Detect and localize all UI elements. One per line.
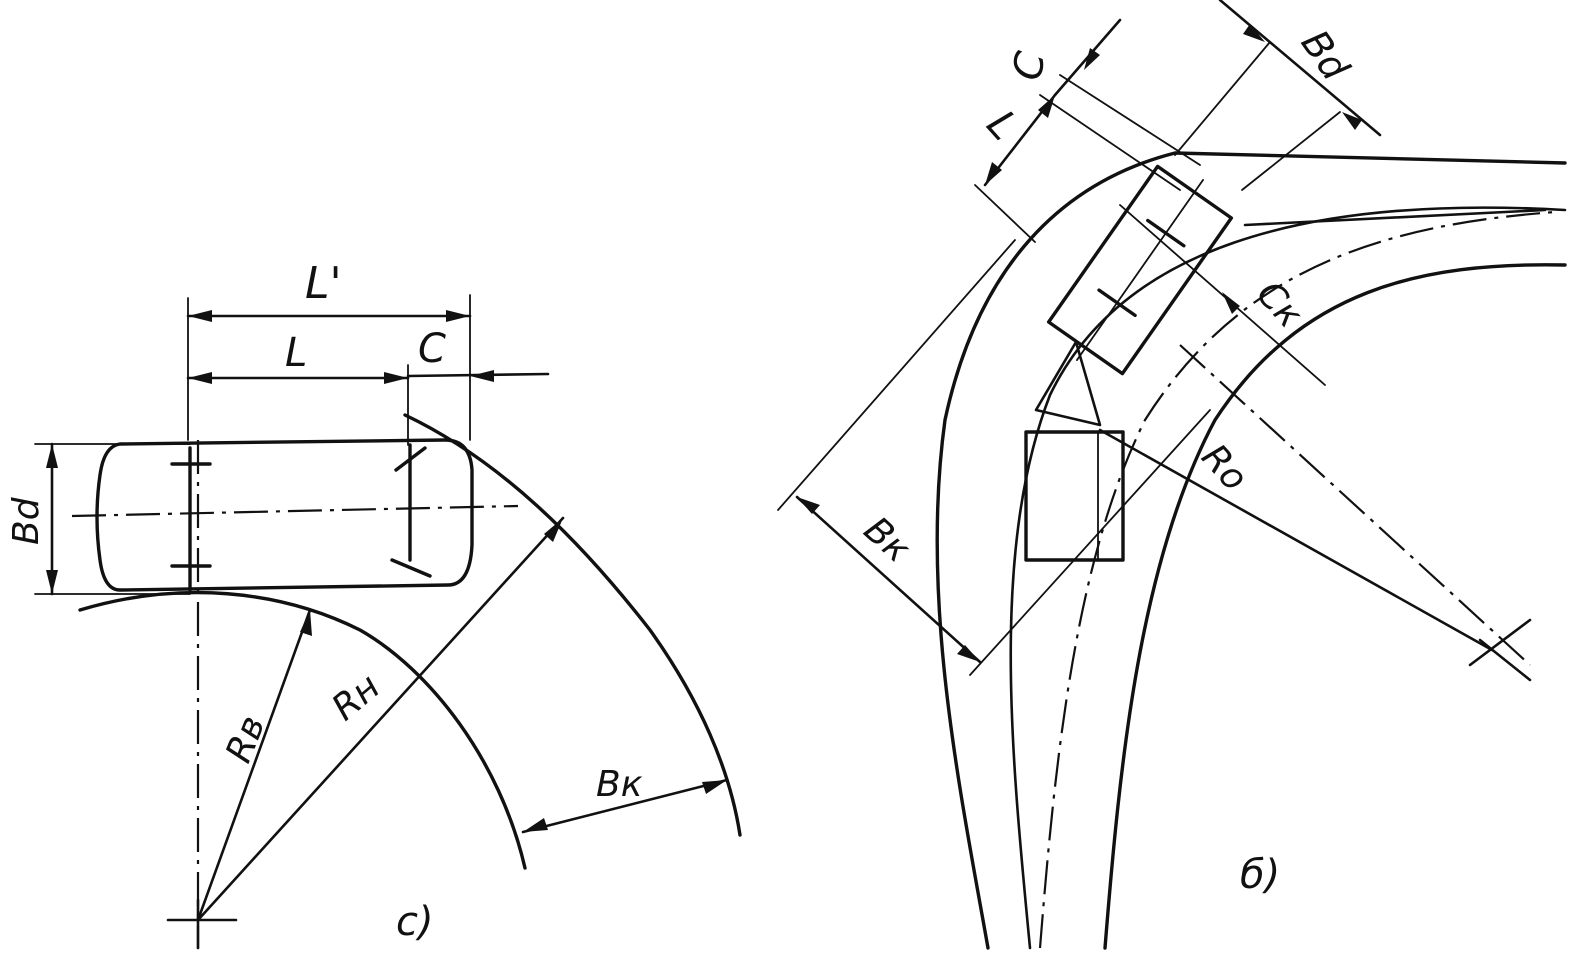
- arrowhead: [188, 372, 212, 384]
- arrowhead: [544, 518, 563, 542]
- dim-line-bk: [795, 495, 982, 664]
- label-l: L: [285, 330, 307, 376]
- drawbar: [1034, 340, 1102, 427]
- arrowhead: [985, 162, 1002, 185]
- bd-extension-right: [1241, 111, 1341, 191]
- inner-road-edge: [1103, 263, 1567, 950]
- label-l-prime: L': [305, 258, 342, 309]
- arrowhead: [300, 610, 312, 636]
- tractor-rear-wheel: [1097, 288, 1137, 318]
- radius-rn-line: [196, 516, 565, 922]
- pivot-cross-b: [1478, 638, 1532, 682]
- arrowhead: [957, 645, 980, 662]
- caption-b: б): [1240, 852, 1280, 898]
- label-bk: Bк: [856, 509, 918, 571]
- bd-extension-left: [1174, 41, 1271, 156]
- arrowhead: [446, 310, 470, 322]
- label-c: C: [1005, 48, 1055, 84]
- label-bd: Bd: [6, 496, 47, 545]
- arrowhead: [1342, 112, 1362, 130]
- label-bd: Bd: [1293, 22, 1358, 89]
- arrowhead: [1222, 292, 1240, 314]
- arrowhead: [46, 570, 58, 594]
- c-extension-line: [1059, 74, 1201, 166]
- arrowhead: [702, 780, 727, 794]
- arrowhead: [1084, 48, 1100, 70]
- arrowhead: [188, 310, 212, 322]
- arrowhead: [46, 444, 58, 468]
- tractor-axis: [1076, 178, 1204, 362]
- middle-road-curve: [1009, 206, 1567, 950]
- outer-curb-arc: [403, 413, 742, 837]
- arrowhead: [1038, 95, 1055, 118]
- l-extension-line: [974, 184, 1036, 243]
- dim-line-bk: [521, 778, 729, 834]
- lane-centerline: [1038, 210, 1556, 949]
- figure-a: L' L C Bd Rв Rн Bк с): [6, 258, 742, 950]
- arrowhead: [470, 370, 494, 382]
- tractor-front-wheel: [1146, 218, 1186, 248]
- rear-unit-body: [1024, 430, 1125, 562]
- outer-road-edge: [935, 151, 1567, 950]
- arrowhead: [1243, 24, 1265, 42]
- figure-b: C Bd L Cк Ro Bк б): [777, 0, 1567, 950]
- ck-extension-line: [1119, 204, 1326, 386]
- bk-extension-upper: [777, 239, 1016, 511]
- arrowhead: [523, 818, 548, 832]
- label-rv: Rв: [218, 710, 273, 768]
- arrowhead: [384, 372, 408, 384]
- front-wheel-top: [394, 446, 427, 472]
- radius-ro-line: [1098, 428, 1494, 652]
- front-wheel-bottom: [390, 558, 432, 578]
- bk-extension-lower: [969, 409, 1211, 676]
- inner-taper-line: [1243, 208, 1547, 227]
- label-bk: Bк: [596, 764, 643, 805]
- caption-a: с): [396, 899, 434, 945]
- vehicle-longitudinal-axis: [71, 504, 519, 518]
- pivot-diagonal-dashline: [1179, 344, 1531, 666]
- radius-rv-line: [196, 608, 312, 922]
- label-c: C: [418, 326, 446, 372]
- pivot-cross-a: [1468, 618, 1532, 667]
- arrowhead: [797, 497, 820, 514]
- vehicle-body: [95, 438, 474, 592]
- l-upper-extension-line: [1039, 94, 1181, 191]
- dim-line-bd: [1218, 0, 1382, 137]
